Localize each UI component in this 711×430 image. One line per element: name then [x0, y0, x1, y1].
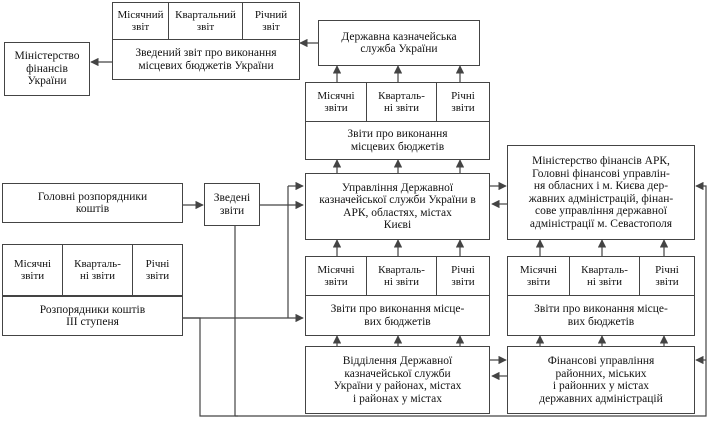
- midright-period-quarterly: Кварталь- ні звіти: [570, 257, 640, 295]
- treasury-period-quarterly: Кварталь- ні звіти: [367, 83, 437, 121]
- head-managers-label: Головні розпорядники коштів: [37, 190, 148, 216]
- treasury-period-annual: Річні звіти: [451, 90, 475, 114]
- summary-period-annual: Річний звіт: [254, 9, 288, 33]
- treasury-period-monthly: Місячні звіти: [306, 83, 367, 121]
- path-m3-bottom: [183, 317, 235, 417]
- managers-period-quarterly: Кварталь- ні звіти: [63, 245, 133, 295]
- midleft-period-monthly: Місячні звіти: [306, 257, 367, 295]
- midright-period-monthly: Місячні звіти: [508, 257, 570, 295]
- managers-period-annual: Річні звіти: [145, 258, 170, 282]
- consolidated-reports-label: Зведені звіти: [213, 192, 251, 217]
- managers-third-level-box: Розпорядники коштів ІІІ ступеня: [2, 296, 183, 336]
- state-treasury-label: Державна казначейська служба України: [341, 30, 457, 56]
- state-treasury-box: Державна казначейська служба України: [318, 20, 480, 66]
- regional-finance-box: Міністерство фінансів АРК, Головні фінан…: [507, 145, 695, 240]
- district-treasury-box: Відділення Державної казначейської служб…: [305, 346, 490, 414]
- head-managers-box: Головні розпорядники коштів: [2, 183, 183, 223]
- midleft-reports-title: Звіти про виконання місце- вих бюджетів: [306, 295, 489, 335]
- treasury-reports-title: Звіти про виконання місцевих бюджетів: [306, 121, 489, 159]
- ministry-of-finance-box: Міністерство фінансів України: [4, 42, 90, 96]
- midright-period-annual: Річні звіти: [655, 264, 679, 288]
- path-bottom-to-regfin: [235, 181, 707, 417]
- midright-reports-title: Звіти про виконання місце- вих бюджетів: [508, 295, 694, 335]
- treasury-reports-group: Місячні звіти Кварталь- ні звіти Річні з…: [305, 82, 490, 160]
- summary-period-quarterly: Квартальний звіт: [169, 3, 243, 39]
- district-finance-label: Фінансові управління районних, міських і…: [539, 355, 663, 405]
- district-finance-box: Фінансові управління районних, міських і…: [507, 346, 695, 414]
- summary-report-title: Зведений звіт про виконання місцевих бюд…: [113, 39, 299, 79]
- regional-finance-label: Міністерство фінансів АРК, Головні фінан…: [528, 155, 674, 230]
- district-treasury-reports-group: Місячні звіти Кварталь- ні звіти Річні з…: [305, 256, 490, 336]
- managers-period-monthly: Місячні звіти: [3, 245, 63, 295]
- managers-third-level-label: Розпорядники коштів ІІІ ступеня: [39, 303, 146, 329]
- summary-report-group: Місячний звіт Квартальний звіт Річний зв…: [112, 2, 300, 80]
- midleft-period-quarterly: Кварталь- ні звіти: [367, 257, 437, 295]
- district-treasury-label: Відділення Державної казначейської служб…: [333, 355, 462, 405]
- midleft-period-annual: Річні звіти: [451, 264, 475, 288]
- regional-treasury-box: Управління Державної казначейської служб…: [305, 173, 490, 240]
- summary-period-monthly: Місячний звіт: [113, 3, 169, 39]
- ministry-of-finance-label: Міністерство фінансів України: [14, 50, 80, 88]
- consolidated-reports-box: Зведені звіти: [204, 183, 260, 226]
- regional-treasury-label: Управління Державної казначейської служб…: [319, 181, 476, 232]
- district-finance-reports-group: Місячні звіти Кварталь- ні звіти Річні з…: [507, 256, 695, 336]
- managers-reports-group: Місячні звіти Кварталь- ні звіти Річні з…: [2, 244, 183, 296]
